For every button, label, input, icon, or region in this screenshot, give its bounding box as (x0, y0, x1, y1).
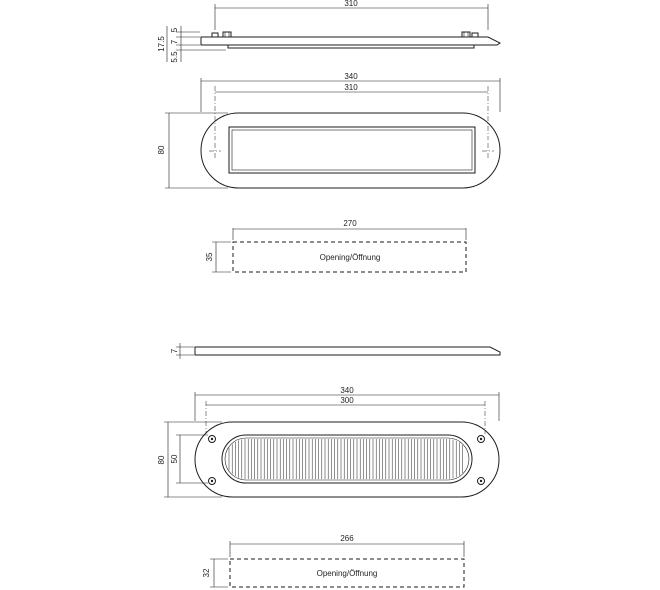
dim-top-front-height: 80 (157, 145, 166, 154)
top-opening-rect (232, 241, 467, 273)
dim-bottom-front-holes: 300 (340, 396, 354, 405)
top-plate-side-view: 310 5 17.5 7 5.5 (157, 0, 501, 63)
top-opening-label: Opening/Öffnung (320, 253, 381, 262)
dim-bottom-front-height: 80 (157, 455, 166, 464)
dim-top-opening-height: 35 (205, 252, 214, 261)
dim-bottom-opening-height: 32 (202, 568, 211, 577)
top-plate-outline (200, 112, 501, 189)
dim-bottom-opening-width: 266 (340, 534, 354, 543)
dim-bottom-front-overall: 340 (340, 386, 354, 395)
dim-top-front-holes: 310 (344, 83, 358, 92)
dim-bottom-front-inner: 50 (170, 454, 179, 463)
bottom-plate-side-view: 7 (170, 343, 501, 359)
dim-top-side-v3: 5.5 (170, 51, 179, 63)
screw-hole-bottom-left (208, 477, 216, 485)
dim-top-front-overall: 340 (344, 72, 358, 81)
dim-top-side-width: 310 (344, 0, 358, 8)
screw-hole-top-right (477, 435, 485, 443)
bottom-opening-label: Opening/Öffnung (317, 569, 378, 578)
right-screw-nut (461, 31, 471, 38)
bottom-opening-view: 266 32 Opening/Öffnung (202, 534, 465, 588)
left-screw-head (211, 32, 219, 38)
bottom-opening-rect (229, 558, 465, 588)
screw-hole-top-left (208, 435, 216, 443)
dim-top-side-v1: 5 (170, 27, 179, 32)
top-plate-slot-inner (231, 129, 473, 171)
screw-hole-bottom-right (477, 477, 485, 485)
left-hole-center-mark (209, 143, 221, 160)
right-hole-center-mark (482, 143, 494, 160)
left-screw-nut (222, 31, 232, 38)
top-plate-slot-outer (228, 126, 476, 174)
bottom-plate-slot-outer (221, 434, 473, 484)
top-plate-side-outline (200, 36, 501, 46)
bottom-plate-front-view: 340 300 80 50 (157, 386, 500, 498)
dim-top-side-total: 17.5 (157, 36, 166, 52)
bottom-plate-outline (194, 421, 500, 498)
dim-top-opening-width: 270 (343, 219, 357, 228)
bottom-plate-side-outline (194, 346, 501, 356)
bottom-plate-slot-inner (224, 437, 470, 481)
dim-bottom-side-thickness: 7 (170, 348, 179, 353)
brush-ribs (228, 439, 463, 479)
top-opening-view: 270 35 Opening/Öffnung (205, 219, 467, 273)
right-screw-head (471, 32, 479, 38)
top-plate-side-body (227, 44, 475, 49)
top-plate-front-view: 340 310 80 (157, 72, 501, 189)
dim-top-side-v2: 7 (170, 39, 179, 44)
